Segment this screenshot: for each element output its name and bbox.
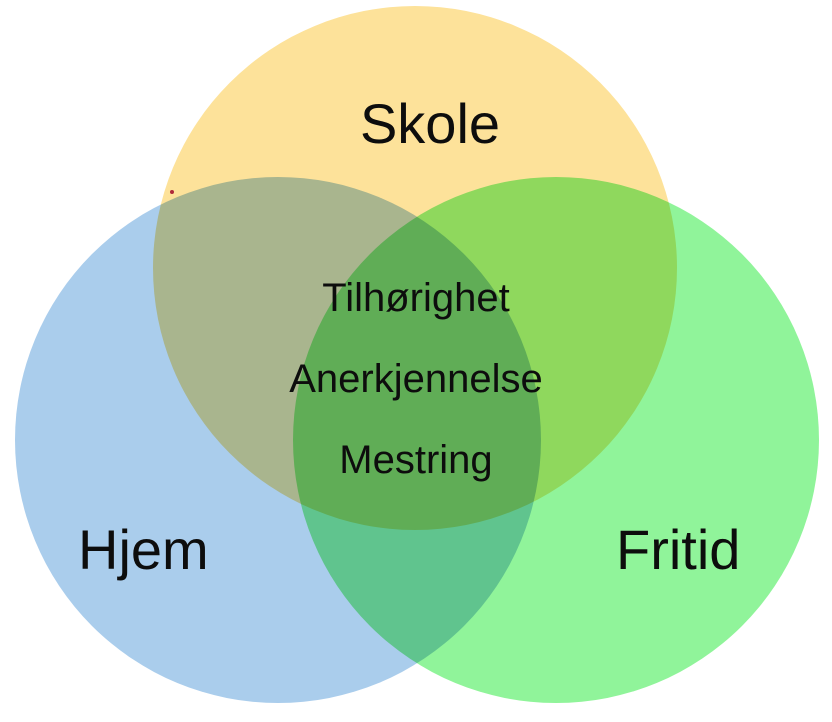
circle-fritid — [293, 177, 819, 703]
red-dot-artifact — [170, 190, 174, 194]
center-item-tilhorighet: Tilhørighet — [322, 276, 510, 320]
center-item-mestring: Mestring — [339, 438, 493, 482]
circle-label-fritid: Fritid — [616, 518, 741, 581]
circle-label-hjem: Hjem — [78, 518, 209, 581]
circle-label-skole: Skole — [359, 92, 501, 155]
center-intersection-text: Tilhørighet Anerkjennelse Mestring — [236, 278, 596, 480]
center-item-anerkjennelse: Anerkjennelse — [289, 357, 543, 401]
